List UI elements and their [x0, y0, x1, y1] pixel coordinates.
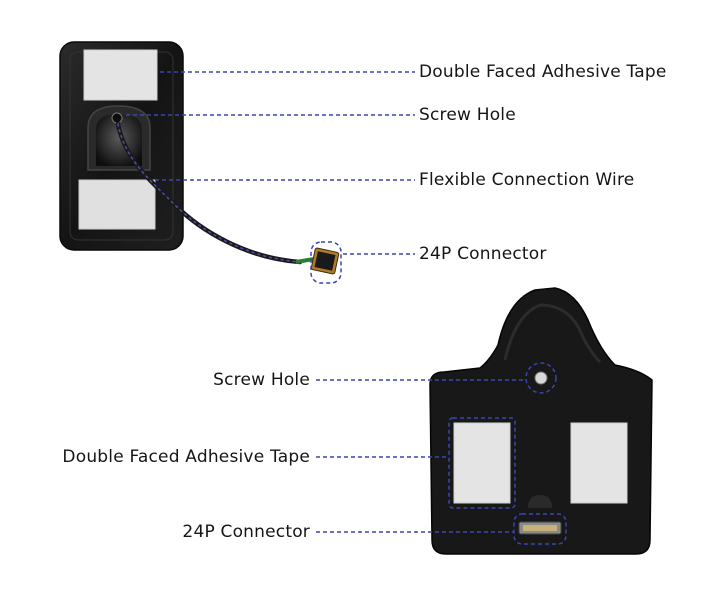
bottom-bracket: [316, 287, 653, 555]
top-device: [59, 41, 415, 284]
top-screw-hole: [111, 112, 123, 124]
top-adhesive-tape-upper: [83, 49, 158, 101]
label-top-flexible-wire: Flexible Connection Wire: [419, 170, 635, 190]
label-bottom-double-faced-tape: Double Faced Adhesive Tape: [62, 447, 310, 467]
bottom-tape-highlight: [448, 417, 516, 509]
bottom-connector-pins: [523, 525, 557, 531]
top-24p-connector: [295, 241, 342, 284]
bottom-connector-slot: [528, 495, 552, 508]
label-top-screw-hole: Screw Hole: [419, 105, 516, 125]
label-bottom-24p-connector: 24P Connector: [182, 522, 310, 542]
bottom-adhesive-tape-right: [570, 422, 628, 504]
bottom-adhesive-tape-left: [453, 422, 511, 504]
top-adhesive-tape-lower: [78, 179, 156, 230]
label-bottom-screw-hole: Screw Hole: [213, 370, 310, 390]
bottom-bracket-ridge: [503, 303, 602, 364]
top-flexible-wire-braid: [117, 123, 301, 263]
bottom-bracket-body: [429, 287, 653, 555]
bottom-screw-highlight: [525, 362, 557, 394]
label-top-double-faced-tape: Double Faced Adhesive Tape: [419, 62, 667, 82]
bottom-connector-highlight: [513, 513, 567, 545]
top-connector-highlight: [310, 241, 342, 284]
label-top-24p-connector: 24P Connector: [419, 244, 547, 264]
bottom-screw-hole: [534, 371, 548, 385]
